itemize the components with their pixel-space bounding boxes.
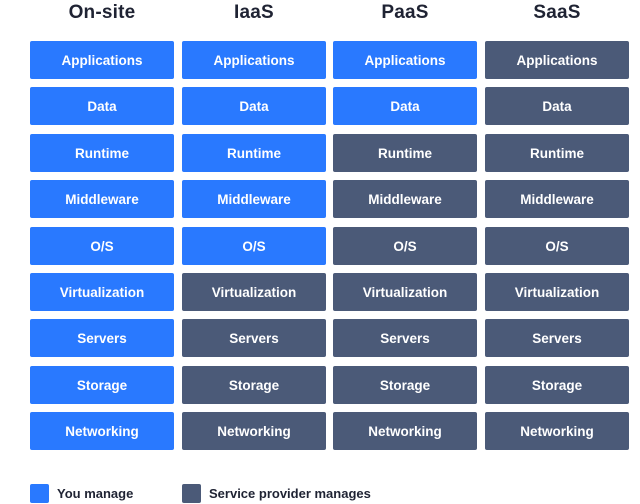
cell-paas-servers: Servers [333,319,477,357]
cell-iaas-middleware: Middleware [182,180,326,218]
legend-swatch-provider-manages [182,484,201,503]
cell-saas-runtime: Runtime [485,134,629,172]
cell-on-site-networking: Networking [30,412,174,450]
cell-on-site-virtualization: Virtualization [30,273,174,311]
cell-paas-middleware: Middleware [333,180,477,218]
column-header-on-site: On-site [68,2,136,23]
cell-iaas-storage: Storage [182,366,326,404]
cell-iaas-applications: Applications [182,41,326,79]
legend-label-provider-manages: Service provider manages [209,486,371,501]
column-header-paas: PaaS [381,2,429,23]
cell-on-site-middleware: Middleware [30,180,174,218]
cell-saas-networking: Networking [485,412,629,450]
cell-on-site-applications: Applications [30,41,174,79]
cell-iaas-networking: Networking [182,412,326,450]
cell-iaas-data: Data [182,87,326,125]
cell-saas-middleware: Middleware [485,180,629,218]
cell-iaas-o-s: O/S [182,227,326,265]
cell-saas-servers: Servers [485,319,629,357]
cell-saas-data: Data [485,87,629,125]
cell-on-site-data: Data [30,87,174,125]
cell-paas-storage: Storage [333,366,477,404]
cell-on-site-servers: Servers [30,319,174,357]
cell-paas-runtime: Runtime [333,134,477,172]
legend-you-manage: You manage [30,484,133,503]
cell-saas-o-s: O/S [485,227,629,265]
cell-on-site-storage: Storage [30,366,174,404]
cell-paas-virtualization: Virtualization [333,273,477,311]
legend-label-you-manage: You manage [57,486,134,501]
column-header-saas: SaaS [533,2,581,23]
cell-paas-networking: Networking [333,412,477,450]
cell-saas-applications: Applications [485,41,629,79]
cell-saas-virtualization: Virtualization [485,273,629,311]
cell-paas-data: Data [333,87,477,125]
cell-iaas-runtime: Runtime [182,134,326,172]
legend-swatch-you-manage [30,484,49,503]
column-header-iaas: IaaS [234,2,274,23]
cell-iaas-virtualization: Virtualization [182,273,326,311]
legend-provider-manages: Service provider manages [182,484,371,503]
cell-saas-storage: Storage [485,366,629,404]
cell-paas-o-s: O/S [333,227,477,265]
cell-on-site-o-s: O/S [30,227,174,265]
cell-paas-applications: Applications [333,41,477,79]
cell-iaas-servers: Servers [182,319,326,357]
cell-on-site-runtime: Runtime [30,134,174,172]
